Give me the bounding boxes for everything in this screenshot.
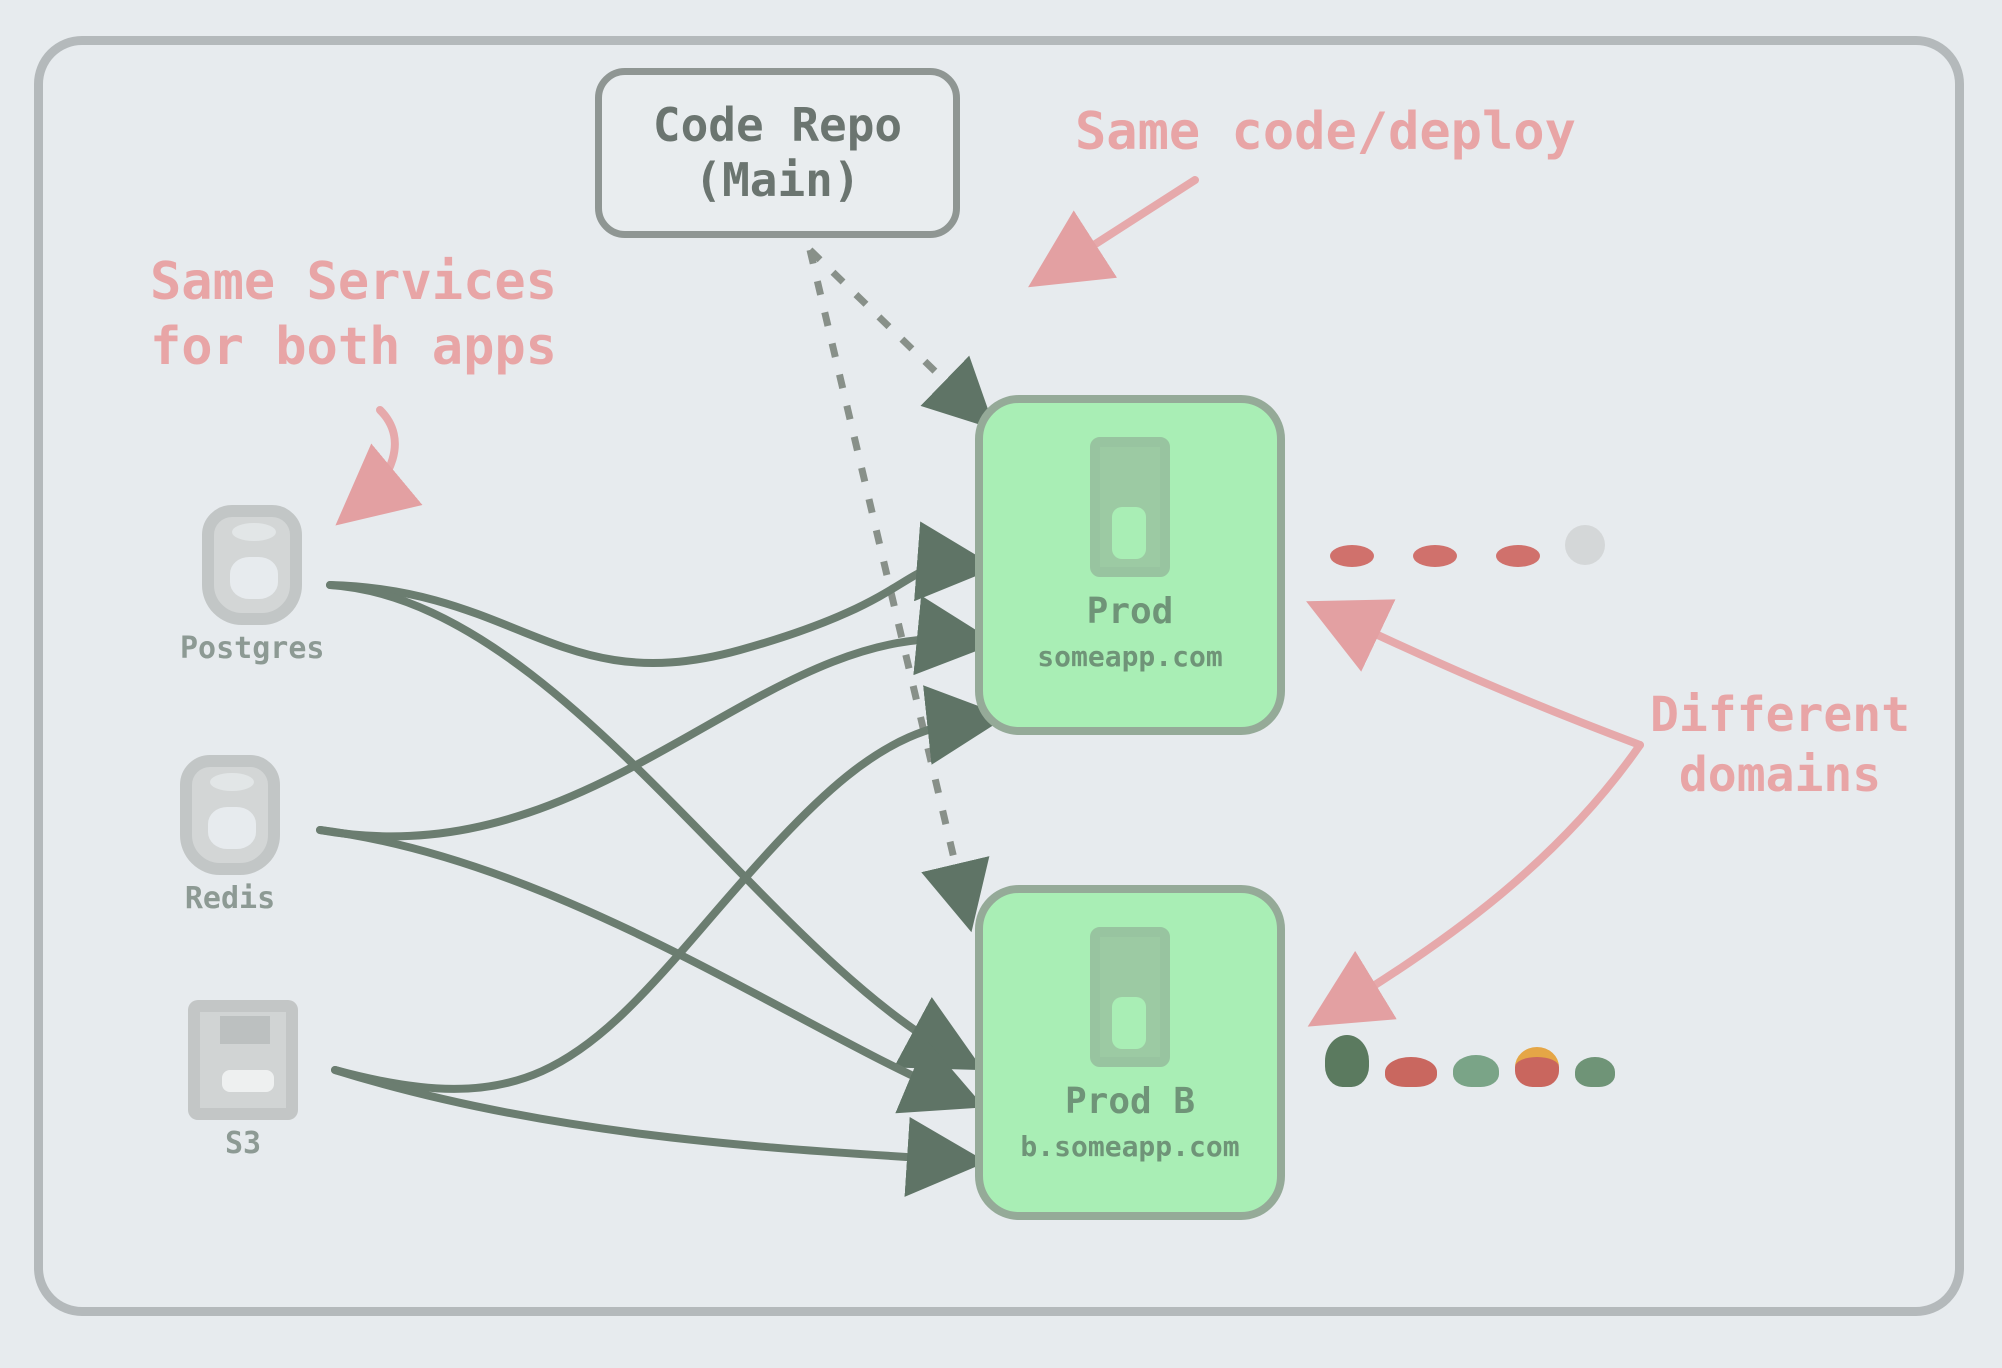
blob-icon [1575, 1057, 1615, 1087]
code-repo-title: Code Repo [652, 97, 903, 152]
blob-icon [1385, 1057, 1437, 1087]
app-domain: b.someapp.com [1020, 1130, 1240, 1163]
diagram-frame [34, 36, 1964, 1316]
note-same-services: Same Services for both apps [150, 252, 557, 377]
code-repo-subtitle: (Main) [694, 153, 861, 207]
database-icon [180, 755, 280, 875]
service-postgres: Postgres [180, 505, 325, 666]
floppy-disk-icon [188, 1000, 298, 1120]
blob-icon [1453, 1055, 1499, 1087]
app-prod-b: Prod B b.someapp.com [975, 885, 1285, 1220]
app-domain: someapp.com [1037, 640, 1223, 673]
note-different-domains: Different domains [1650, 687, 1911, 803]
note-same-deploy: Same code/deploy [1075, 102, 1576, 162]
blob-icon [1325, 1035, 1369, 1087]
server-icon [1090, 927, 1170, 1067]
server-icon [1090, 437, 1170, 577]
database-icon [202, 505, 303, 625]
domain-decoration-blobs [1325, 1035, 1615, 1087]
blob-icon [1515, 1047, 1559, 1087]
app-title: Prod [1086, 591, 1174, 632]
service-label: Redis [184, 881, 276, 916]
service-s3: S3 [188, 1000, 298, 1161]
service-redis: Redis [180, 755, 280, 916]
app-title: Prod B [1064, 1081, 1196, 1122]
code-repo-box: Code Repo (Main) [595, 68, 960, 238]
app-prod: Prod someapp.com [975, 395, 1285, 735]
service-label: Postgres [180, 631, 325, 666]
service-label: S3 [224, 1126, 262, 1161]
